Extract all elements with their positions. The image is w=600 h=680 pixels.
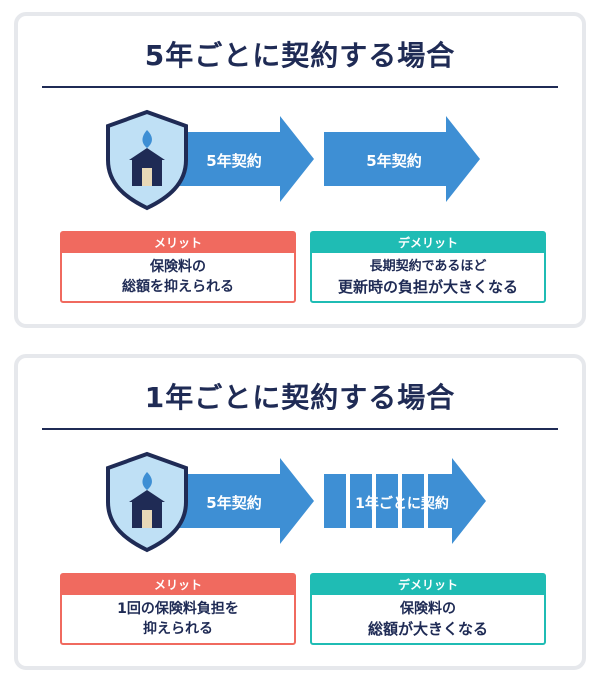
section-one-year: 1年ごとに契約する場合 5年契約 1年ごとに契約 メリット 1回の保険料負担を … [14, 354, 586, 670]
demerit-box: デメリット 長期契約であるほど 更新時の負担が大きくなる [310, 231, 546, 303]
demerit-box: デメリット 保険料の 総額が大きくなる [310, 573, 546, 645]
merit-header: メリット [62, 233, 294, 253]
contract-arrow [168, 116, 314, 202]
demerit-line-1: 保険料の [400, 601, 456, 617]
merit-line-1: 保険料の [150, 259, 206, 275]
merit-box: メリット 保険料の 総額を抑えられる [60, 231, 296, 303]
arrow-label: 5年契約 [366, 152, 421, 170]
demerit-line-1: 長期契約であるほど [369, 259, 487, 274]
shield-house-fire-icon [106, 451, 188, 553]
contract-flow: 5年契約 5年契約 [106, 109, 480, 211]
title-divider [42, 86, 558, 88]
year-segment [350, 474, 372, 528]
demerit-header: デメリット [312, 575, 544, 595]
merit-line-2: 総額を抑えられる [122, 279, 234, 295]
demerit-line-2: 更新時の負担が大きくなる [337, 278, 518, 296]
section-title: 1年ごとに契約する場合 [144, 381, 456, 414]
contract-arrow [324, 116, 480, 202]
contract-flow: 5年契約 1年ごとに契約 [106, 451, 486, 553]
section-title: 5年ごとに契約する場合 [144, 39, 456, 72]
contract-arrow [168, 458, 314, 544]
merit-box: メリット 1回の保険料負担を 抑えられる [60, 573, 296, 645]
year-segment [376, 474, 398, 528]
merit-line-2: 抑えられる [143, 621, 213, 637]
merit-line-1: 1回の保険料負担を [117, 601, 239, 617]
shield-house-fire-icon [106, 109, 188, 211]
arrow-label: 5年契約 [206, 152, 261, 170]
title-divider [42, 428, 558, 430]
year-segment [324, 474, 346, 528]
year-segment [428, 458, 486, 544]
demerit-header: デメリット [312, 233, 544, 253]
merit-header: メリット [62, 575, 294, 595]
year-segment [402, 474, 424, 528]
segmented-contract-arrow [324, 458, 486, 544]
demerit-line-2: 総額が大きくなる [367, 620, 488, 638]
arrow-label: 5年契約 [206, 494, 261, 512]
arrow-label: 1年ごとに契約 [355, 495, 449, 512]
section-five-year: 5年ごとに契約する場合 5年契約 5年契約 メリット 保険料の 総額を抑えられる… [14, 12, 586, 328]
